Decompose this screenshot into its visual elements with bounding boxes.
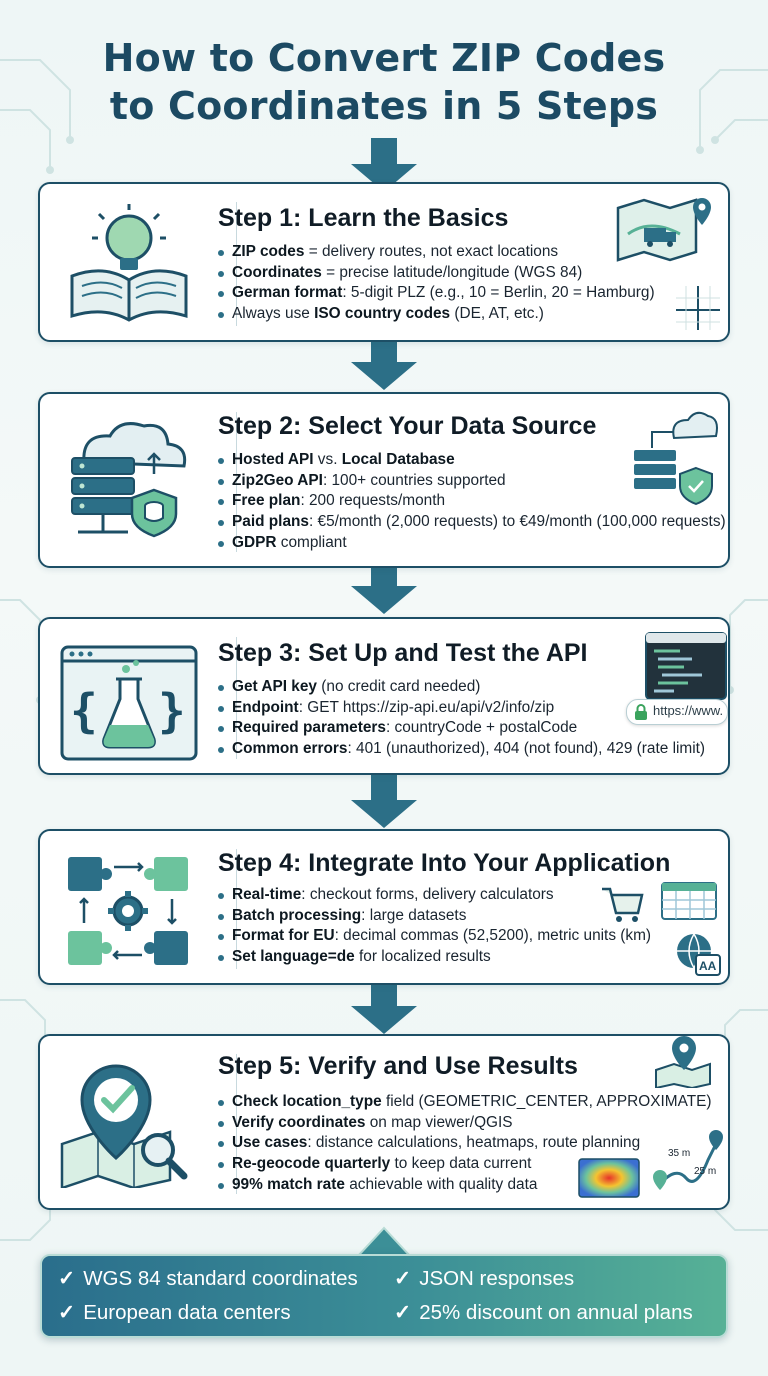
url-text: https://www. <box>653 703 724 718</box>
step-4-bullets: Real-time: checkout forms, delivery calc… <box>218 885 651 968</box>
axis-cross-icon <box>676 286 720 330</box>
list-item: Batch processing: large datasets <box>218 906 651 927</box>
down-arrow-icon <box>351 774 417 828</box>
step-5-bullets: Check location_type field (GEOMETRIC_CEN… <box>218 1092 712 1196</box>
list-item: Paid plans: €5/month (2,000 requests) to… <box>218 512 726 533</box>
lock-icon <box>635 704 647 720</box>
list-item: German format: 5-digit PLZ (e.g., 10 = B… <box>218 283 655 304</box>
down-arrow-icon <box>351 980 417 1034</box>
step-2-bullets: Hosted API vs. Local Database Zip2Geo AP… <box>218 450 726 554</box>
map-pin-check-magnifier-icon <box>60 1064 188 1188</box>
down-arrow-icon <box>351 560 417 614</box>
feature-item: ✓JSON responses <box>394 1267 575 1290</box>
list-item: Format for EU: decimal commas (52,5200),… <box>218 926 651 947</box>
open-book-lightbulb-icon <box>70 204 188 322</box>
list-item: Required parameters: countryCode + posta… <box>218 718 705 739</box>
step-4-card: Step 4: Integrate Into Your Application … <box>38 829 730 985</box>
route-icon: 35 m 25 m <box>653 1130 723 1190</box>
list-item: GDPR compliant <box>218 533 726 554</box>
step-1-heading: Step 1: Learn the Basics <box>218 204 509 232</box>
step-5-card: Step 5: Verify and Use Results Check loc… <box>38 1034 730 1210</box>
step-3-heading: Step 3: Set Up and Test the API <box>218 639 588 667</box>
down-arrow-icon <box>351 138 417 192</box>
step-5-heading: Step 5: Verify and Use Results <box>218 1052 578 1080</box>
footer-notch <box>358 1226 410 1256</box>
step-3-card: { } Step 3: Set Up and Test the API Get … <box>38 617 730 775</box>
title-line-1: How to Convert ZIP Codes <box>102 36 666 80</box>
features-banner: ✓WGS 84 standard coordinates ✓JSON respo… <box>40 1254 728 1338</box>
check-icon: ✓ <box>58 1301 76 1324</box>
list-item: Hosted API vs. Local Database <box>218 450 726 471</box>
check-icon: ✓ <box>394 1267 412 1290</box>
feature-item: ✓European data centers <box>58 1301 291 1324</box>
down-arrow-icon <box>351 336 417 390</box>
heatmap-icon <box>578 1158 640 1198</box>
svg-text:25 m: 25 m <box>694 1166 716 1177</box>
list-item: Get API key (no credit card needed) <box>218 677 705 698</box>
list-item: Common errors: 401 (unauthorized), 404 (… <box>218 739 705 760</box>
cloud-server-shield-icon <box>634 411 718 506</box>
page-title: How to Convert ZIP Codes to Coordinates … <box>0 34 768 130</box>
svg-text:AA: AA <box>699 959 717 973</box>
list-item: Verify coordinates on map viewer/QGIS <box>218 1113 712 1134</box>
list-item: Always use ISO country codes (DE, AT, et… <box>218 304 655 325</box>
check-icon: ✓ <box>394 1301 412 1324</box>
svg-text:}: } <box>158 684 186 738</box>
list-item: ZIP codes = delivery routes, not exact l… <box>218 242 655 263</box>
check-icon: ✓ <box>58 1267 76 1290</box>
map-truck-icon <box>616 198 711 262</box>
feature-item: ✓WGS 84 standard coordinates <box>58 1267 358 1290</box>
step-1-bullets: ZIP codes = delivery routes, not exact l… <box>218 242 655 325</box>
code-flask-icon: { } <box>60 645 198 761</box>
list-item: Endpoint: GET https://zip-api.eu/api/v2/… <box>218 698 705 719</box>
step-4-heading: Step 4: Integrate Into Your Application <box>218 849 671 877</box>
list-item: Real-time: checkout forms, delivery calc… <box>218 885 651 906</box>
code-window-icon <box>645 632 727 700</box>
step-3-bullets: Get API key (no credit card needed) Endp… <box>218 677 705 760</box>
spreadsheet-icon <box>661 882 717 920</box>
step-2-card: Step 2: Select Your Data Source Hosted A… <box>38 392 730 568</box>
puzzle-gear-icon <box>68 857 188 965</box>
globe-language-icon: AA <box>677 933 721 976</box>
list-item: Re-geocode quarterly to keep data curren… <box>218 1154 712 1175</box>
step-1-card: Step 1: Learn the Basics ZIP codes = del… <box>38 182 730 342</box>
list-item: 99% match rate achievable with quality d… <box>218 1175 712 1196</box>
step-2-heading: Step 2: Select Your Data Source <box>218 412 597 440</box>
map-pin-icon <box>655 1036 711 1088</box>
title-line-2: to Coordinates in 5 Steps <box>109 84 659 128</box>
list-item: Coordinates = precise latitude/longitude… <box>218 263 655 284</box>
url-pill: https://www. <box>626 699 728 725</box>
cloud-server-database-icon <box>71 422 187 538</box>
list-item: Use cases: distance calculations, heatma… <box>218 1133 712 1154</box>
list-item: Set language=de for localized results <box>218 947 651 968</box>
feature-item: ✓25% discount on annual plans <box>394 1301 693 1324</box>
svg-text:35 m: 35 m <box>668 1148 690 1159</box>
svg-text:{: { <box>70 684 98 738</box>
list-item: Zip2Geo API: 100+ countries supported <box>218 471 726 492</box>
list-item: Check location_type field (GEOMETRIC_CEN… <box>218 1092 712 1113</box>
list-item: Free plan: 200 requests/month <box>218 491 726 512</box>
shopping-cart-icon <box>602 887 644 922</box>
